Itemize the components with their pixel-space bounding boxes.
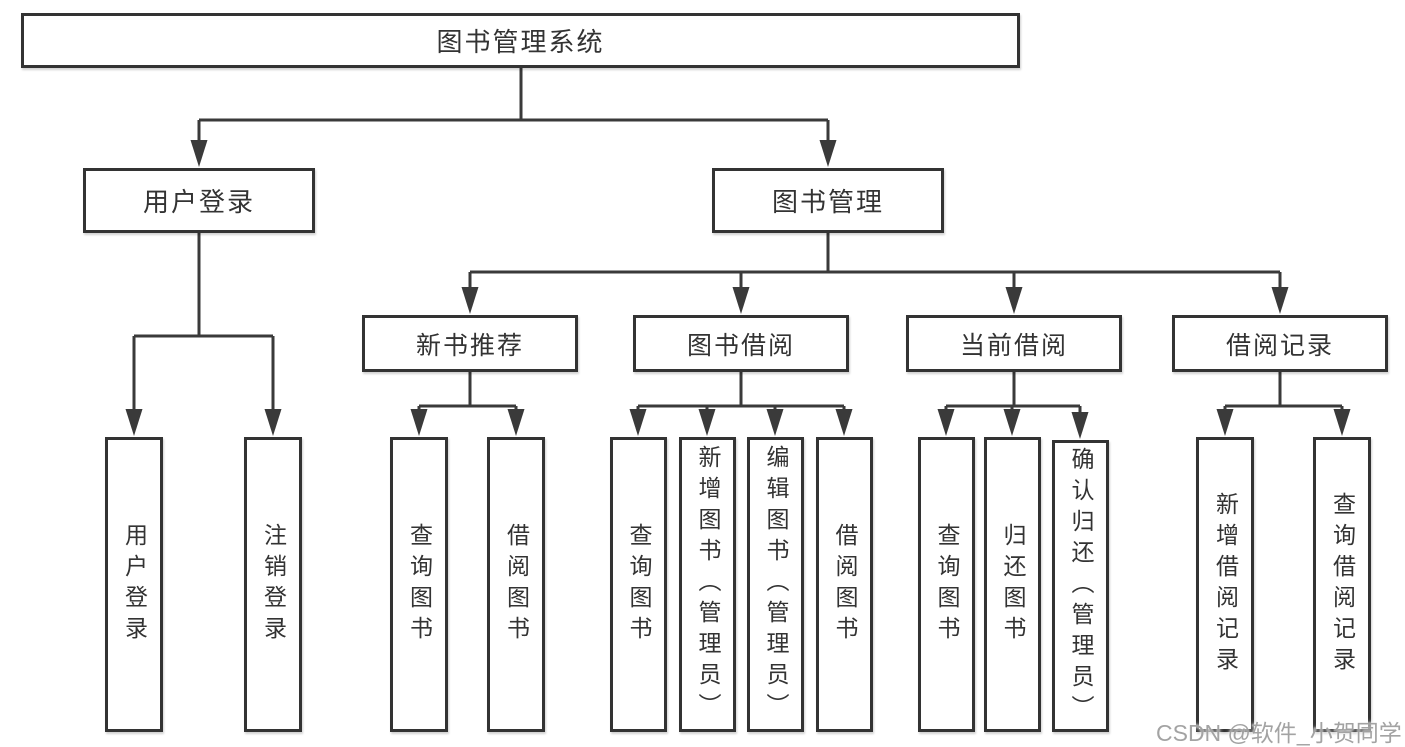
arrow-icon xyxy=(264,409,282,436)
leaf-edit-book-admin: 编辑图书（管理员） xyxy=(747,437,804,732)
arrow-icon xyxy=(819,140,837,167)
leaf-recommend-query-books-label: 查询图书 xyxy=(406,522,433,647)
leaf-query-borrow-record-label: 查询借阅记录 xyxy=(1329,491,1356,678)
arrow-icon xyxy=(766,409,784,436)
leaf-add-borrow-record: 新增借阅记录 xyxy=(1196,437,1254,732)
leaf-current-query-books-label: 查询图书 xyxy=(934,522,960,647)
node-book-borrowing: 图书借阅 xyxy=(633,315,849,372)
node-library-system: 图书管理系统 xyxy=(21,13,1020,68)
arrow-icon xyxy=(1271,287,1289,314)
arrow-icon xyxy=(1005,287,1023,314)
leaf-add-book-admin-label: 新增图书（管理员） xyxy=(695,445,721,724)
leaf-logout: 注销登录 xyxy=(244,437,302,732)
arrow-icon xyxy=(125,409,143,436)
watermark-text: CSDN @软件_小贺同学 xyxy=(1156,720,1402,746)
arrow-icon xyxy=(410,409,428,436)
node-borrowing-records: 借阅记录 xyxy=(1172,315,1388,372)
leaf-edit-book-admin-label: 编辑图书（管理员） xyxy=(763,445,789,724)
arrow-icon xyxy=(1071,412,1089,439)
leaf-return-books-label: 归还图书 xyxy=(1000,522,1026,647)
arrow-icon xyxy=(1003,409,1021,436)
leaf-query-borrow-record: 查询借阅记录 xyxy=(1313,437,1371,732)
arrow-icon xyxy=(835,409,853,436)
leaf-confirm-return-admin: 确认归还（管理员） xyxy=(1052,440,1109,732)
leaf-recommend-query-books: 查询图书 xyxy=(390,437,448,732)
leaf-recommend-borrow-books-label: 借阅图书 xyxy=(503,522,530,647)
leaf-user-login-label: 用户登录 xyxy=(121,522,148,647)
leaf-borrowing-borrow-books-label: 借阅图书 xyxy=(832,522,858,647)
leaf-recommend-borrow-books: 借阅图书 xyxy=(487,437,545,732)
leaf-borrowing-query-books-label: 查询图书 xyxy=(626,522,652,647)
arrow-icon xyxy=(1333,409,1351,436)
leaf-add-borrow-record-label: 新增借阅记录 xyxy=(1212,491,1239,678)
leaf-add-book-admin: 新增图书（管理员） xyxy=(679,437,736,732)
arrow-icon xyxy=(698,409,716,436)
arrow-icon xyxy=(629,409,647,436)
arrow-icon xyxy=(937,409,955,436)
arrow-icon xyxy=(190,140,208,167)
node-book-management: 图书管理 xyxy=(712,168,944,233)
leaf-user-login: 用户登录 xyxy=(105,437,163,732)
leaf-borrowing-query-books: 查询图书 xyxy=(610,437,667,732)
node-current-borrowing: 当前借阅 xyxy=(906,315,1122,372)
arrow-icon xyxy=(732,287,750,314)
leaf-confirm-return-admin-label: 确认归还（管理员） xyxy=(1068,446,1094,726)
leaf-logout-label: 注销登录 xyxy=(260,522,287,647)
arrow-icon xyxy=(461,287,479,314)
node-user-login: 用户登录 xyxy=(83,168,315,233)
leaf-return-books: 归还图书 xyxy=(984,437,1041,732)
arrow-icon xyxy=(507,409,525,436)
node-new-book-recommendation: 新书推荐 xyxy=(362,315,578,372)
leaf-current-query-books: 查询图书 xyxy=(918,437,975,732)
leaf-borrowing-borrow-books: 借阅图书 xyxy=(816,437,873,732)
arrowheads xyxy=(125,140,1351,439)
arrow-icon xyxy=(1216,409,1234,436)
